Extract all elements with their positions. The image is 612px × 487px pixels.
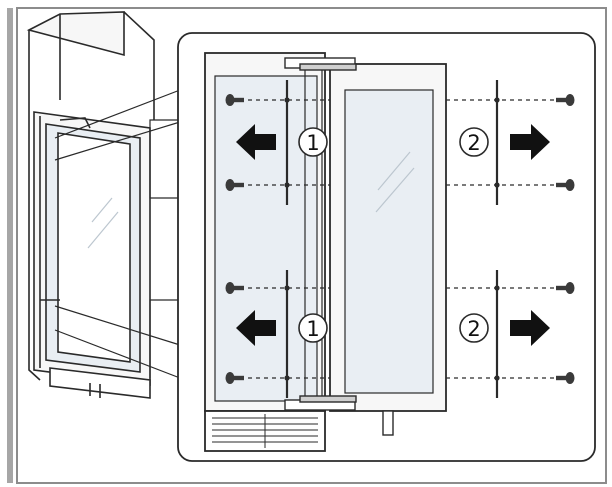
arrow-icon (236, 124, 550, 346)
callout-label: 2 (467, 131, 480, 155)
hinges (284, 57, 357, 411)
callout-circle (298, 127, 328, 157)
dash-lines (240, 99, 558, 379)
side-bar (7, 8, 13, 483)
zoom-lines (54, 89, 181, 379)
callout-label: 1 (306, 131, 319, 155)
callout-circle (459, 313, 489, 343)
inset-left-door (204, 52, 326, 452)
callout-label: 2 (467, 317, 480, 341)
callout-circle (298, 313, 328, 343)
callout-label: 1 (306, 317, 319, 341)
inset-right-door (329, 63, 447, 436)
callout-circle (459, 127, 489, 157)
rail-dots (284, 97, 500, 381)
